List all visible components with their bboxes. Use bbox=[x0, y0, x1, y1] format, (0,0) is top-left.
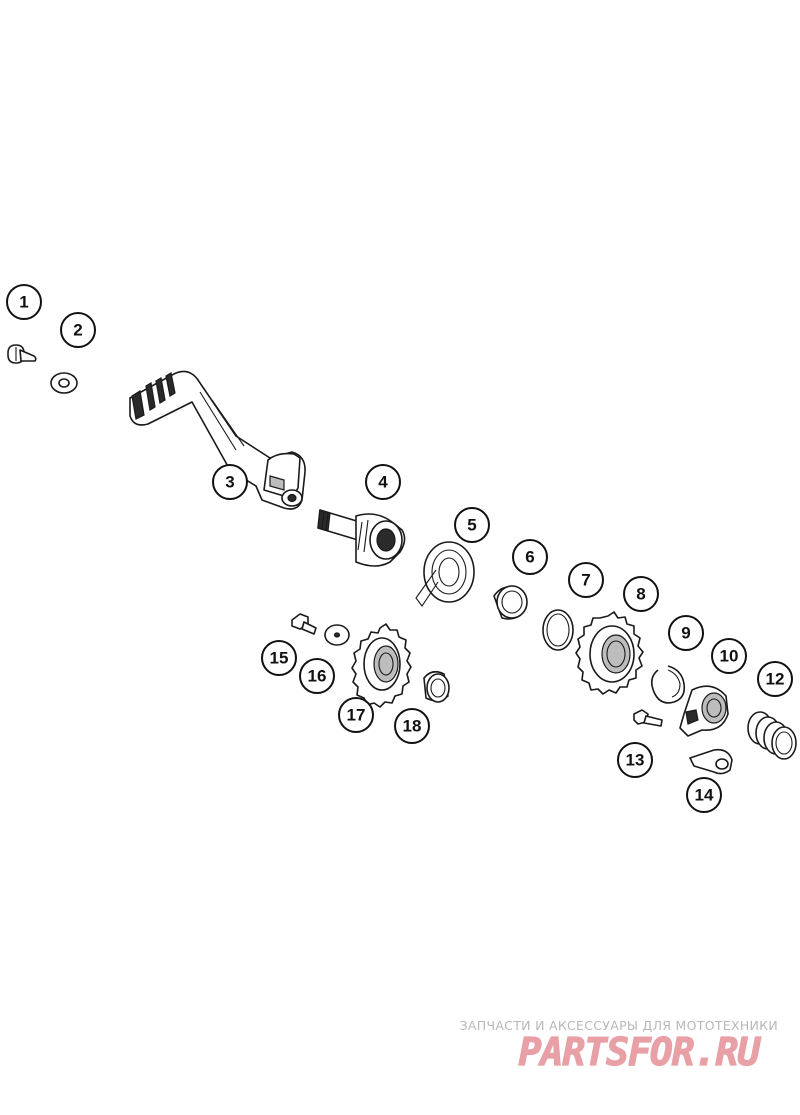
callout-18: 18 bbox=[394, 708, 430, 744]
svg-text:10: 10 bbox=[720, 647, 739, 666]
part-2-washer bbox=[50, 372, 78, 394]
part-4-kickstart-shaft bbox=[317, 509, 406, 567]
callout-3: 3 bbox=[212, 464, 248, 500]
callout-13: 13 bbox=[617, 742, 653, 778]
svg-text:18: 18 bbox=[403, 717, 422, 736]
part-14-guide-plate bbox=[689, 748, 733, 775]
svg-text:8: 8 bbox=[636, 585, 645, 604]
svg-text:15: 15 bbox=[270, 649, 289, 668]
svg-text:13: 13 bbox=[626, 751, 645, 770]
svg-text:17: 17 bbox=[347, 706, 366, 725]
svg-text:14: 14 bbox=[695, 786, 714, 805]
callout-15: 15 bbox=[261, 640, 297, 676]
callout-6: 6 bbox=[512, 539, 548, 575]
part-16-washer bbox=[324, 624, 350, 646]
part-9-circlip bbox=[650, 665, 686, 704]
svg-text:3: 3 bbox=[225, 473, 234, 492]
part-17-gear bbox=[351, 623, 412, 708]
callout-8: 8 bbox=[623, 576, 659, 612]
part-5-spring bbox=[415, 541, 475, 607]
svg-text:PARTSFOR.RU: PARTSFOR.RU bbox=[519, 1030, 762, 1073]
svg-text:4: 4 bbox=[378, 473, 388, 492]
callout-9: 9 bbox=[668, 615, 704, 651]
part-13-screw bbox=[633, 709, 663, 727]
svg-text:6: 6 bbox=[525, 548, 534, 567]
callout-10: 10 bbox=[711, 638, 747, 674]
watermark-caption: ЗАПЧАСТИ И АКСЕССУАРЫ ДЛЯ МОТОТЕХНИКИ bbox=[459, 1018, 778, 1033]
svg-text:5: 5 bbox=[467, 516, 476, 535]
callout-14: 14 bbox=[686, 777, 722, 813]
callout-1: 1 bbox=[6, 284, 42, 320]
callout-16: 16 bbox=[299, 658, 335, 694]
part-18-bushing bbox=[423, 670, 450, 703]
part-7-ring bbox=[542, 609, 574, 651]
part-1-bolt bbox=[7, 344, 37, 364]
callout-2: 2 bbox=[60, 312, 96, 348]
callout-7: 7 bbox=[568, 562, 604, 598]
svg-text:9: 9 bbox=[681, 624, 690, 643]
part-6-bushing bbox=[493, 585, 528, 620]
watermark-logo: PARTSFOR.RU bbox=[518, 1029, 763, 1073]
callout-12: 12 bbox=[757, 661, 793, 697]
svg-text:7: 7 bbox=[581, 571, 590, 590]
svg-text:12: 12 bbox=[766, 670, 785, 689]
part-8-gear bbox=[575, 611, 644, 695]
svg-text:2: 2 bbox=[73, 321, 82, 340]
part-15-screw bbox=[291, 613, 317, 635]
part-10-ratchet bbox=[679, 685, 729, 737]
svg-text:1: 1 bbox=[19, 293, 28, 312]
callout-4: 4 bbox=[365, 464, 401, 500]
part-12-spring bbox=[747, 711, 797, 760]
callout-17: 17 bbox=[338, 697, 374, 733]
callout-5: 5 bbox=[454, 507, 490, 543]
svg-text:16: 16 bbox=[308, 667, 327, 686]
part-3-kickstart-lever bbox=[129, 370, 306, 510]
